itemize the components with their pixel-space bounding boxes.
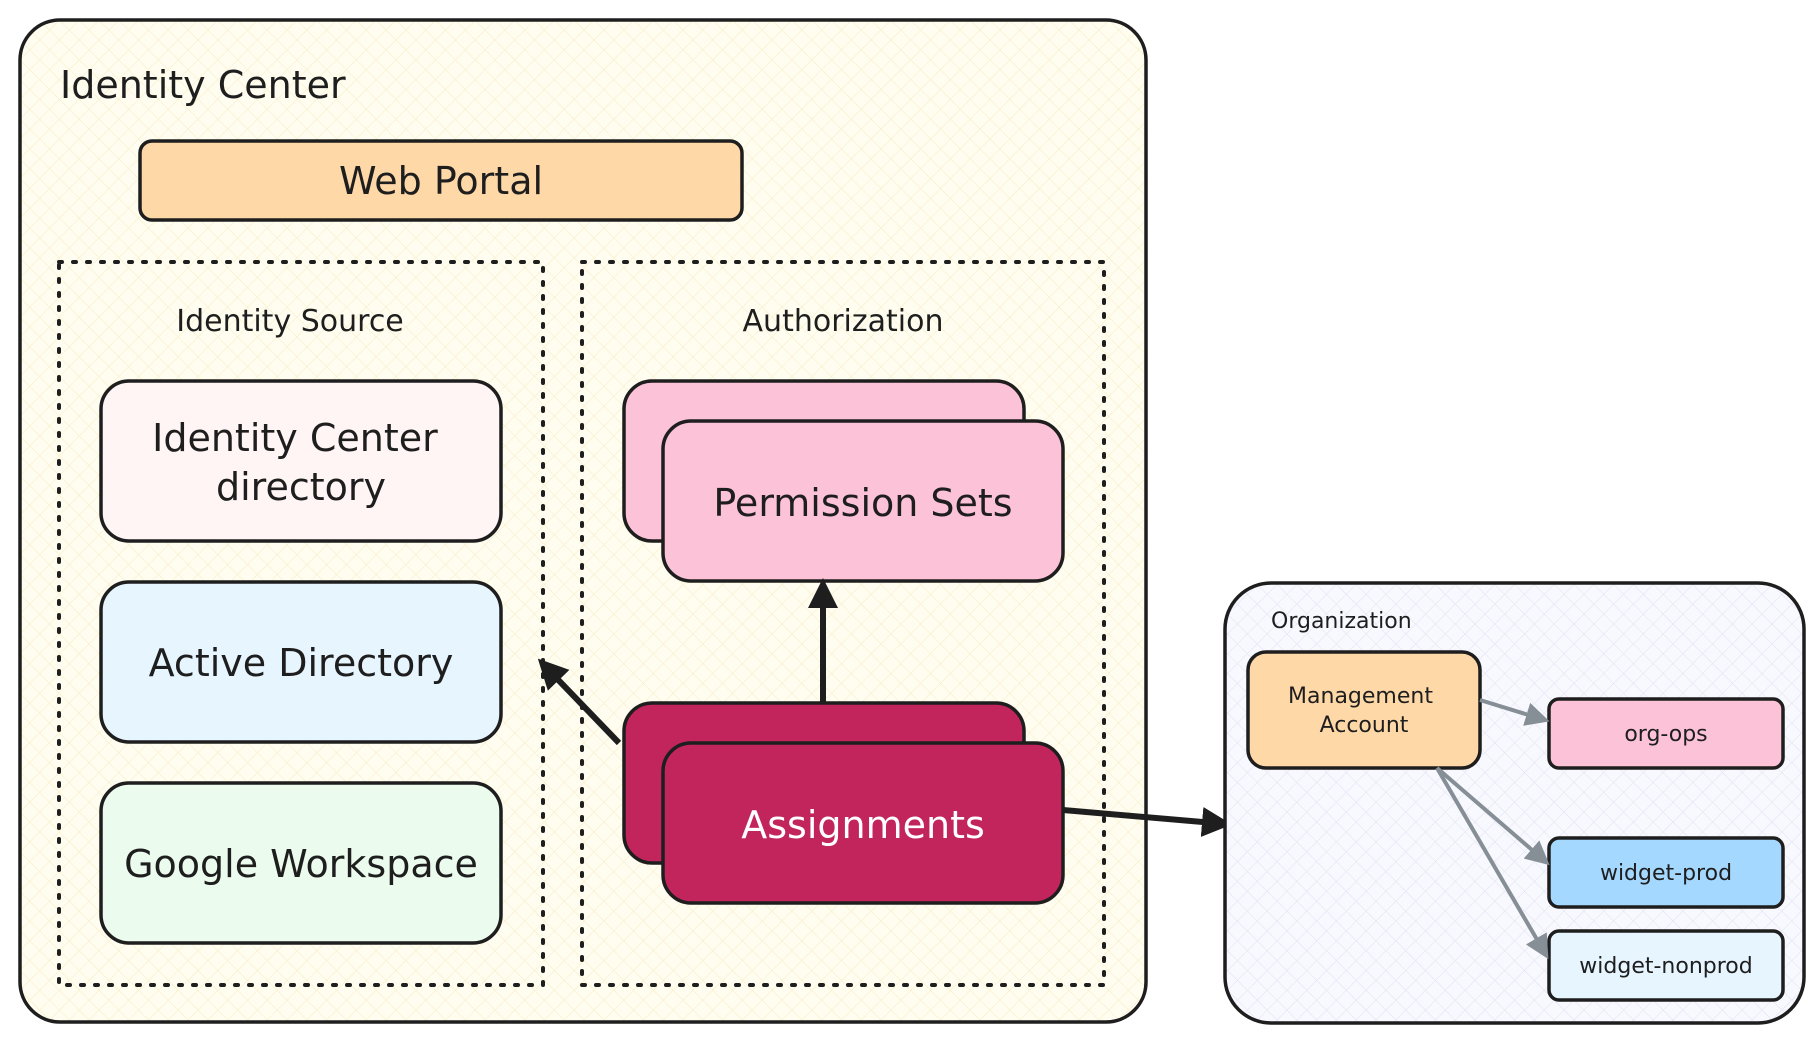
management-account-label: Management Account (1288, 684, 1440, 738)
management-account-box (1246, 650, 1482, 770)
assignments-label: Assignments (741, 803, 985, 847)
identity-center-group: Identity Center Web Portal Identity Sour… (18, 18, 1148, 1024)
organization-group: Organization Management Account org-ops … (1223, 581, 1806, 1025)
authorization-title: Authorization (743, 304, 944, 339)
management-account-line2: Account (1320, 713, 1409, 738)
web-portal-label: Web Portal (339, 159, 543, 203)
widget-prod-label: widget-prod (1600, 861, 1732, 886)
assignments-to-identity-source-arrow (537, 658, 622, 746)
active-directory-label: Active Directory (149, 641, 454, 685)
identity-center-directory-line2: directory (216, 465, 386, 509)
active-directory-box (99, 580, 503, 744)
management-account-line1: Management (1288, 684, 1433, 709)
permission-sets-label: Permission Sets (713, 481, 1012, 525)
google-workspace-label: Google Workspace (124, 842, 478, 886)
widget-nonprod-box (1547, 929, 1785, 1002)
organization-title: Organization (1271, 609, 1412, 634)
widget-nonprod-label: widget-nonprod (1579, 954, 1752, 979)
org-ops-box (1547, 697, 1785, 770)
permission-sets-box (661, 419, 1065, 583)
identity-center-directory-label: Identity Center directory (152, 416, 450, 509)
web-portal-box (138, 139, 744, 222)
management-to-widget-prod-arrow (1435, 766, 1550, 866)
assignments-to-organization-arrow (1062, 807, 1232, 837)
management-to-widget-nonprod-arrow (1435, 766, 1549, 960)
authorization-container (580, 260, 1106, 987)
identity-center-directory-box (99, 379, 503, 543)
widget-prod-box (1547, 836, 1785, 909)
management-to-org-ops-arrow (1479, 698, 1550, 726)
identity-source-title: Identity Source (176, 304, 404, 339)
identity-center-title: Identity Center (60, 63, 346, 107)
identity-source-container (57, 260, 545, 987)
org-ops-label: org-ops (1624, 722, 1707, 747)
identity-center-directory-line1: Identity Center (152, 416, 438, 460)
google-workspace-box (99, 781, 503, 945)
assignments-box (661, 741, 1065, 905)
